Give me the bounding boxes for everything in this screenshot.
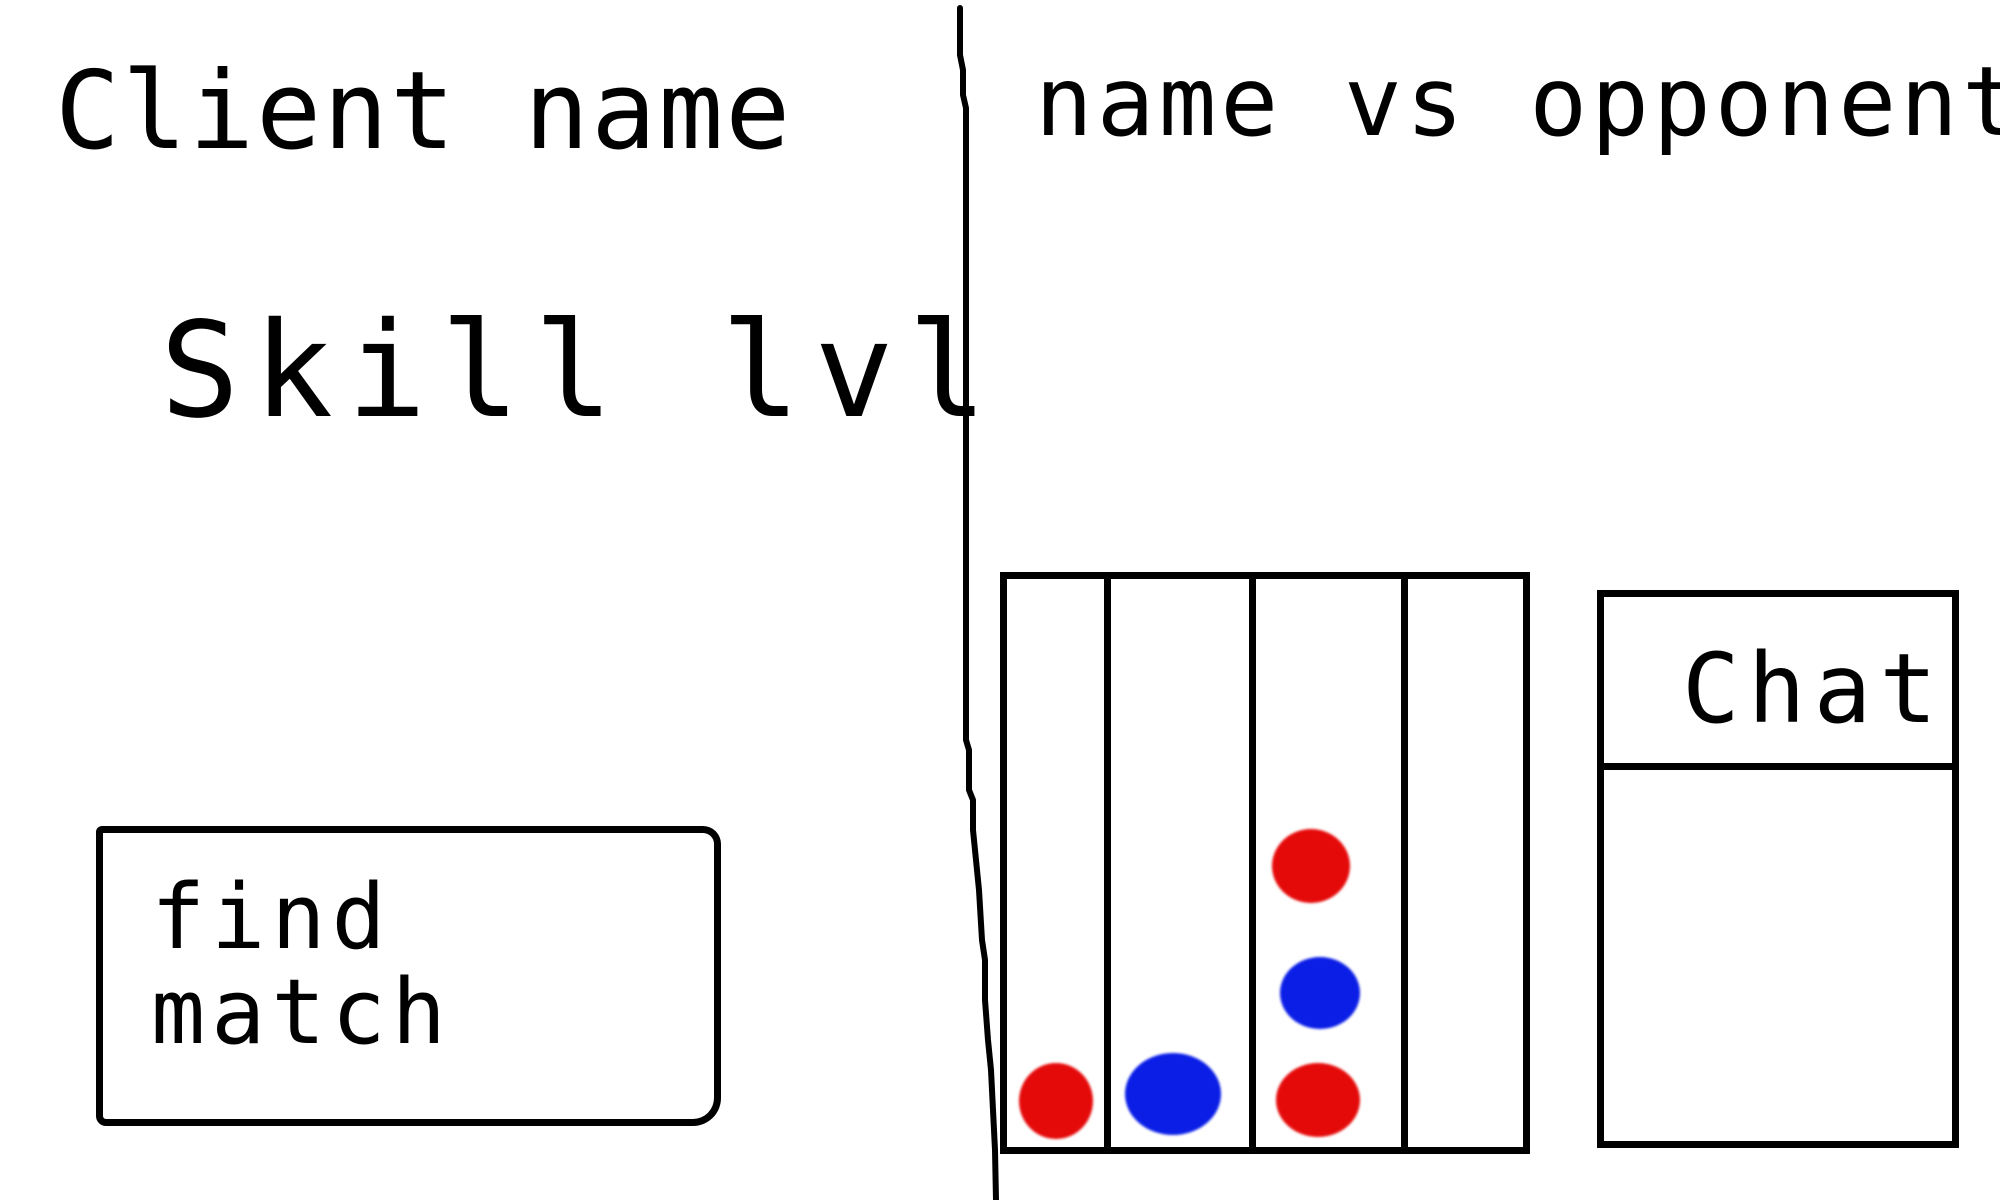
chat-panel: Chat [1597,590,1959,1148]
board-column-1[interactable] [1007,579,1111,1147]
board-column-4[interactable] [1408,579,1523,1147]
blue-disc [1280,957,1360,1029]
blue-disc [1125,1053,1221,1135]
client-name-label: Client name [55,49,793,174]
skill-level-label: Skill lvl [160,294,1002,448]
chat-title: Chat [1682,633,1946,745]
find-match-button-label: find match [151,865,452,1065]
red-disc [1276,1063,1360,1137]
game-board [1000,572,1530,1154]
match-title: name vs opponent [1035,46,2000,158]
board-column-2[interactable] [1111,579,1256,1147]
find-match-label-line2: match [151,959,452,1065]
red-disc [1272,829,1350,903]
board-column-3[interactable] [1256,579,1408,1147]
chat-header: Chat [1604,597,1952,770]
find-match-button[interactable]: find match [96,826,721,1126]
red-disc [1019,1063,1093,1139]
chat-message-area[interactable] [1604,770,1952,1141]
find-match-label-line1: find [151,865,392,970]
